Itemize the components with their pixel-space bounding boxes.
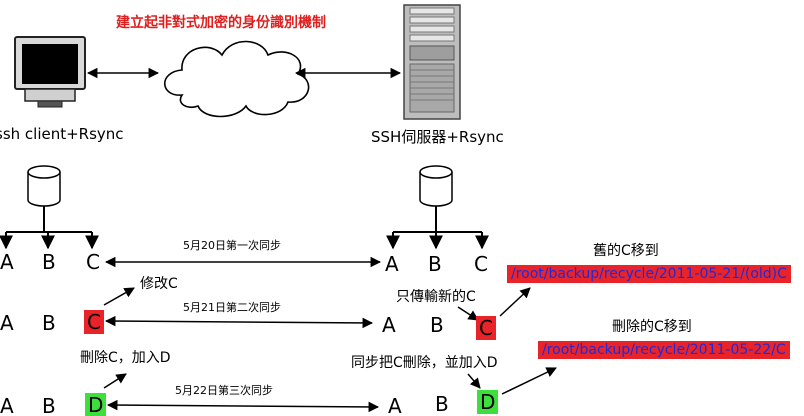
old-c-move-arrow <box>499 287 531 317</box>
server-tower-icon <box>403 4 461 120</box>
server-file-b-row3: B <box>435 392 449 416</box>
diagram-title: 建立起非對式加密的身份識別機制 <box>116 15 326 31</box>
server-file-a-row3: A <box>388 394 402 416</box>
transfer-new-c-label: 只傳輸新的C <box>396 289 476 305</box>
deleted-c-move-arrow <box>501 367 557 395</box>
server-file-b-row2: B <box>430 313 444 337</box>
client-file-a-row2: A <box>0 311 14 335</box>
client-label: ssh client+Rsync <box>0 125 124 143</box>
sync-label-2: 5月21日第二次同步 <box>183 301 281 314</box>
client-file-a-row1: A <box>0 250 14 274</box>
client-file-b-row1: B <box>42 250 56 274</box>
old-c-path: /root/backup/recycle/2011-05-21/(old)C <box>507 265 791 283</box>
sync-label-3: 5月22日第三次同步 <box>175 384 273 397</box>
sync-arrow-2 <box>104 315 374 329</box>
client-file-c-row1: C <box>86 250 100 274</box>
client-file-a-row3: A <box>0 394 14 416</box>
client-file-b-row3: B <box>42 394 56 416</box>
server-file-a-row2: A <box>382 313 396 337</box>
modify-c-label: 修改C <box>140 276 178 292</box>
old-c-label: 舊的C移到 <box>593 243 659 259</box>
client-database-icon <box>27 165 61 207</box>
server-file-c-updated: C <box>476 316 496 340</box>
server-sync-delete-label: 同步把C刪除，並加入D <box>351 355 498 371</box>
client-file-c-modified: C <box>84 310 104 334</box>
server-file-c-row1: C <box>474 252 488 276</box>
delete-add-arrow <box>103 373 127 389</box>
transfer-arrow <box>457 306 479 321</box>
server-database-icon <box>419 165 453 207</box>
server-file-b-row1: B <box>428 252 442 276</box>
deleted-c-path: /root/backup/recycle/2011-05-22/C <box>538 341 790 359</box>
sync-arrow-3 <box>106 399 380 413</box>
server-file-a-row1: A <box>385 252 399 276</box>
server-file-d-new: D <box>477 390 499 414</box>
server-delete-arrow <box>467 373 481 389</box>
client-file-b-row2: B <box>42 311 56 335</box>
deleted-c-label: 刪除的C移到 <box>612 319 692 335</box>
delete-add-label: 刪除C，加入D <box>80 350 171 366</box>
internet-cloud-icon <box>164 40 310 118</box>
sync-label-1: 5月20日第一次同步 <box>183 239 281 252</box>
client-tree-lines <box>6 206 92 233</box>
client-file-d-new: D <box>85 393 107 416</box>
server-label: SSH伺服器+Rsync <box>371 128 504 146</box>
client-computer-icon <box>14 36 86 108</box>
modify-arrow <box>103 287 135 306</box>
server-tree-lines <box>393 206 482 233</box>
